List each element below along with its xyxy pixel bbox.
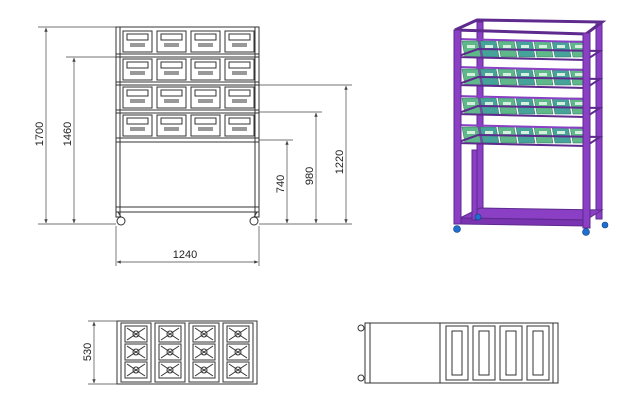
tray [156, 30, 187, 53]
iso-shelf-level [455, 66, 604, 90]
tray-grid [122, 30, 255, 137]
tray [122, 58, 153, 81]
side-wheel-bottom [357, 374, 365, 382]
tray [190, 58, 221, 81]
tray [190, 30, 221, 53]
wheel-left [116, 216, 126, 226]
tray [224, 30, 255, 53]
iso-shelf-level [455, 124, 604, 148]
iso-shelf-level [455, 95, 604, 119]
right-post [254, 26, 260, 218]
tray [156, 114, 187, 137]
side-view-outline [364, 322, 559, 384]
dim-label-third-shelf: 1220 [334, 150, 346, 174]
dim-label-total-height: 1700 [34, 122, 46, 146]
iso-shelf-level [455, 38, 604, 62]
side-view [357, 322, 559, 384]
dim-label-second-shelf: 980 [304, 167, 316, 185]
front-view [115, 26, 260, 226]
shelf-bar-2 [115, 81, 260, 86]
wheel-right [249, 216, 259, 226]
side-tray-column [472, 325, 496, 381]
side-wheel-top [357, 324, 365, 332]
tray [156, 58, 187, 81]
tray [122, 114, 153, 137]
tray [156, 86, 187, 109]
left-post [115, 26, 121, 218]
dim-label-depth: 530 [82, 343, 94, 361]
isometric-view [453, 18, 609, 236]
bottom-frame [115, 206, 260, 213]
iso-wheel-back-left [474, 213, 482, 221]
tray [224, 86, 255, 109]
tray [190, 86, 221, 109]
iso-wheel-back-right [601, 221, 609, 229]
shelf-bar-4 [115, 137, 260, 143]
top-cell-column [120, 322, 152, 383]
iso-wheel-front-left [453, 225, 461, 233]
shelf-bar-1 [115, 53, 260, 58]
top-view [116, 320, 258, 385]
tray [224, 58, 255, 81]
iso-front-right-post [582, 32, 591, 229]
side-tray-column [445, 325, 469, 381]
side-tray-column [499, 325, 523, 381]
shelf-bar-3 [115, 109, 260, 114]
dim-label-width: 1240 [173, 249, 197, 261]
top-cell-column [188, 322, 220, 383]
top-cell-column [222, 322, 254, 383]
top-cell-column [154, 322, 186, 383]
dim-label-top-shelf: 1460 [62, 122, 74, 146]
iso-wheel-front-right [582, 228, 590, 236]
top-view-outline [116, 320, 258, 385]
tray [122, 86, 153, 109]
dim-label-first-shelf: 740 [275, 175, 287, 193]
side-tray-column [526, 325, 550, 381]
tray [224, 114, 255, 137]
iso-front-left-post [453, 29, 462, 225]
tray [190, 114, 221, 137]
tray [122, 30, 153, 53]
